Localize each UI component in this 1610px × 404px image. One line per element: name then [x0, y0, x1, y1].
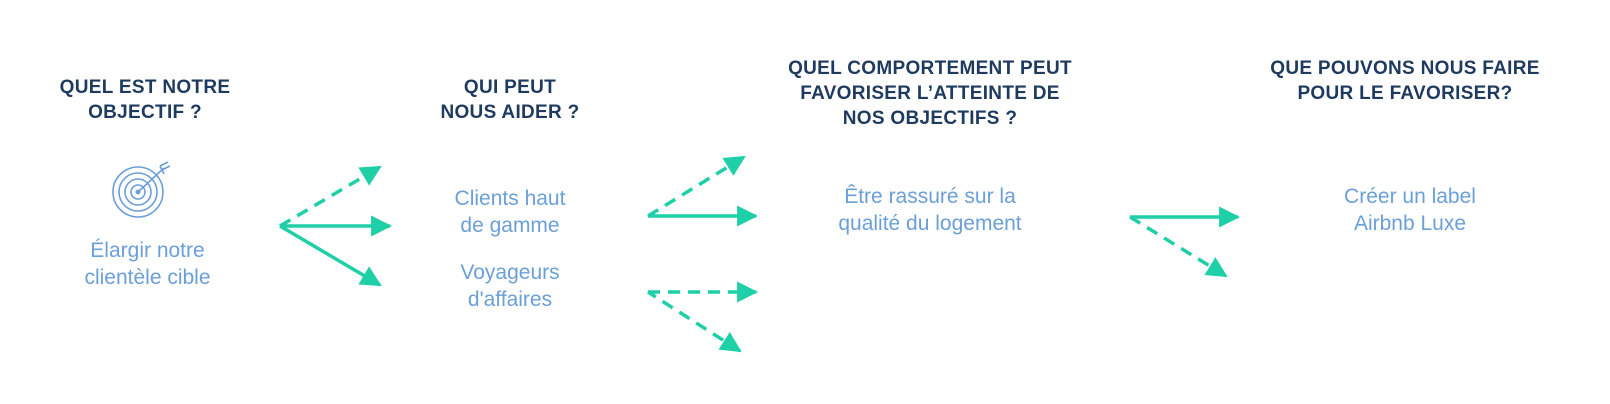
audience-business-travelers: Voyageurs d'affaires	[420, 259, 600, 313]
heading-line: NOUS AIDER ?	[440, 102, 580, 123]
heading-line: QUEL EST NOTRE	[59, 77, 231, 98]
heading-line: QUEL COMPORTEMENT PEUT	[788, 58, 1072, 79]
item-line: clientèle cible	[84, 266, 211, 289]
target-icon	[112, 161, 170, 218]
item-line: Être rassuré sur la	[844, 185, 1016, 208]
heading-line: NOS OBJECTIFS ?	[842, 108, 1018, 129]
audience-high-end-clients: Clients haut de gamme	[420, 185, 600, 239]
item-line: Élargir notre	[90, 239, 205, 262]
item-line: de gamme	[460, 214, 560, 237]
heading-behavior: QUEL COMPORTEMENT PEUT FAVORISER L’ATTEI…	[760, 56, 1100, 131]
item-line: Créer un label	[1344, 185, 1476, 208]
arrow-dashed	[647, 290, 742, 353]
item-line: Voyageurs	[460, 261, 560, 284]
objective-text: Élargir notre clientèle cible	[55, 237, 240, 291]
heading-objective: QUEL EST NOTRE OBJECTIF ?	[40, 75, 250, 125]
heading-line: FAVORISER L’ATTEINTE DE	[800, 83, 1060, 104]
behavior-text: Être rassuré sur la qualité du logement	[795, 183, 1065, 237]
arrow-solid	[279, 224, 382, 287]
item-line: qualité du logement	[838, 212, 1022, 235]
heading-action: QUE POUVONS NOUS FAIRE POUR LE FAVORISER…	[1240, 56, 1570, 106]
item-line: d'affaires	[467, 288, 553, 311]
heading-line: QUE POUVONS NOUS FAIRE	[1270, 58, 1540, 79]
heading-line: POUR LE FAVORISER?	[1297, 83, 1513, 104]
arrow-dashed	[647, 155, 746, 218]
heading-line: QUI PEUT	[463, 77, 557, 98]
action-text: Créer un label Airbnb Luxe	[1300, 183, 1520, 237]
heading-line: OBJECTIF ?	[88, 102, 202, 123]
item-line: Clients haut	[454, 187, 566, 210]
arrow-dashed	[279, 165, 382, 228]
heading-who-can-help: QUI PEUT NOUS AIDER ?	[410, 75, 610, 125]
arrow-dashed	[1129, 215, 1228, 278]
item-line: Airbnb Luxe	[1353, 212, 1467, 235]
